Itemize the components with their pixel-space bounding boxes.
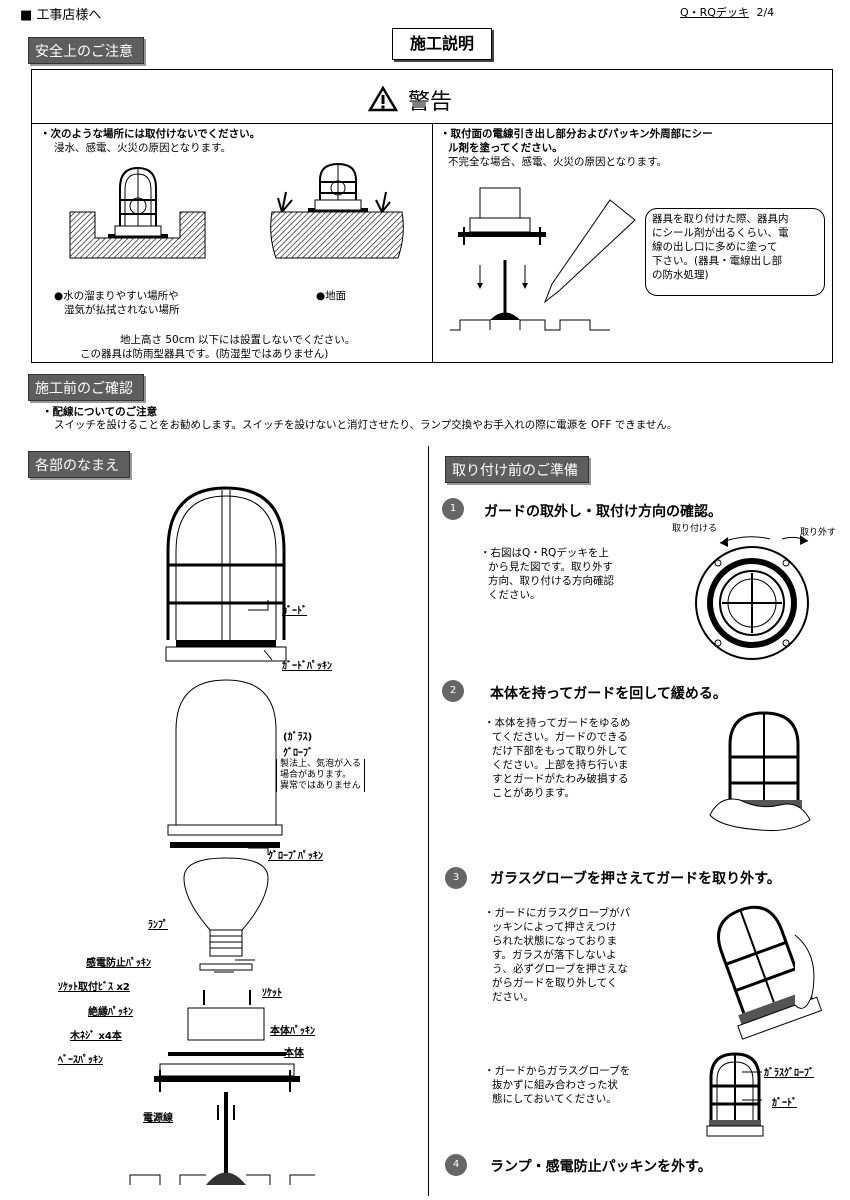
label-power-wire: 電源線 [143, 1113, 173, 1124]
label-guard: ｶﾞｰﾄﾞ [282, 606, 307, 617]
step3-text-6: がらガードを取り外してく [492, 977, 618, 989]
label-insulating-packing: 絶縁ﾊﾟｯｷﾝ [88, 1007, 133, 1018]
label-lamp: ﾗﾝﾌﾟ [148, 920, 168, 931]
step3-text-3: られた状態になっておりま [492, 935, 618, 947]
bubble-line-1: 器具を取り付けた際、器具内 [652, 213, 789, 225]
caption-ground: ●地面 [316, 290, 347, 302]
label-wood-screw: 木ﾈｼﾞ x4本 [70, 1031, 122, 1042]
step3b-text-1: ・ガードからガラスグローブを [484, 1065, 631, 1077]
step4-number: 4 [445, 1154, 467, 1176]
assembled-guard-illustration [706, 1052, 764, 1137]
step3-title: ガラスグローブを押さえてガードを取り外す。 [490, 871, 781, 887]
warning-left-line1: ・次のような場所には取付けないでください。 [40, 128, 261, 140]
sealant-illustration [450, 187, 636, 331]
step2-text-4: ください。上部を持ち行いま [492, 759, 629, 771]
ground-location-illustration [270, 162, 404, 259]
warning-right-line1: ・取付面の電線引き出し部分およびパッキン外周部にシー [440, 128, 713, 140]
step3b-text-2: 抜かずに組み合わさった状 [492, 1079, 618, 1091]
step2-number: 2 [442, 680, 464, 702]
warning-note-1: 地上高さ 50cm 以下には設置しないでください。 [120, 334, 356, 346]
step1-number: 1 [442, 498, 464, 520]
section-pre-check: 施工前のご確認 [28, 374, 144, 401]
pre-check-line1: ・配線についてのご注意 [42, 406, 158, 418]
step3-text-7: ださい。 [492, 991, 534, 1003]
globe-note-2: 場合があります。 [280, 770, 352, 780]
bubble-line-5: の防水処理) [652, 269, 709, 281]
step4-title: ランプ・感電防止パッキンを外す。 [490, 1159, 712, 1175]
bubble-line-3: 線の出し口に多めに塗って [652, 241, 778, 253]
step2-text-6: ことがあります。 [492, 787, 575, 799]
section-prep: 取り付け前のご準備 [445, 456, 589, 483]
step2-text-2: てください。ガードのできる [492, 731, 628, 743]
step3b-text-3: 態にしておいてください。 [492, 1093, 617, 1105]
label-body: 本体 [284, 1048, 304, 1059]
caption-puddle-2: 湿気が払拭されない場所 [64, 304, 180, 316]
globe-note-3: 異常ではありません [280, 781, 361, 791]
section-parts: 各部のなまえ [28, 451, 130, 478]
top-view-illustration [695, 535, 809, 660]
bubble-line-2: にシール剤が出るくらい、電 [652, 227, 789, 239]
step3-text-5: う、必ずグローブを押さえな [492, 963, 628, 975]
warning-left-line2: 浸水、感電、火災の原因となります。 [54, 142, 232, 154]
step2-text-1: ・本体を持ってガードをゆるめ [484, 717, 631, 729]
page-number: 2/4 [756, 6, 775, 19]
warning-right-line3: 不完全な場合、感電、火災の原因となります。 [448, 156, 668, 168]
label-globe: ｸﾞﾛｰﾌﾞ [283, 748, 313, 759]
page-ref: Q・RQデッキ 2/4 [680, 4, 774, 20]
warning-right-line2: ル剤を塗ってください。 [448, 142, 563, 154]
warning-column-divider [432, 123, 433, 362]
label-remove: 取り外す [800, 528, 837, 538]
label-guard-assembled: ｶﾞｰﾄﾞ [772, 1098, 797, 1109]
warning-heading: 警告 [408, 90, 453, 115]
step3-text-2: ッキンによって押さえつけ [492, 921, 617, 933]
bubble-line-4: 下さい。(器具・電線出し部 [652, 255, 783, 267]
step2-text: ・本体を持ってガードをゆるめ てください。ガードのできる だけ下部をもって取り外… [484, 716, 630, 800]
assembled-leader-lines [742, 1071, 762, 1101]
label-globe-packing: ｸﾞﾛｰﾌﾞﾊﾟｯｷﾝ [268, 851, 323, 862]
step3-text: ・ガードにガラスグローブがパ ッキンによって押さえつけ られた状態になっておりま… [484, 906, 630, 1004]
step1-text: ・右図はQ・RQデッキを上 から見た図です。取り外す 方向、取り付ける方向確認 … [480, 546, 614, 602]
step1-text-4: ください。 [488, 589, 541, 601]
hold-globe-illustration [716, 905, 823, 1040]
step3-text-b: ・ガードからガラスグローブを 抜かずに組み合わさった状 態にしておいてください。 [484, 1064, 630, 1106]
step3-number: 3 [445, 867, 467, 889]
step2-text-3: だけ下部をもって取り外して [492, 745, 628, 757]
label-base-packing: ﾍﾞｰｽﾊﾟｯｷﾝ [58, 1055, 103, 1066]
step2-text-5: すとガードがたわみ破損する [492, 773, 629, 785]
parts-diagram [129, 486, 315, 1185]
label-shock-packing: 感電防止ﾊﾟｯｷﾝ [86, 958, 151, 969]
header-title: ■ 工事店様へ [20, 8, 102, 23]
label-glass-globe: ｶﾞﾗｽｸﾞﾛｰﾌﾞ [764, 1068, 814, 1079]
page-ref-model: Q・RQデッキ [680, 6, 749, 19]
step1-text-3: 方向、取り付ける方向確認 [488, 575, 614, 587]
label-body-packing: 本体ﾊﾟｯｷﾝ [270, 1026, 315, 1037]
step2-title: 本体を持ってガードを回して緩める。 [490, 686, 727, 702]
caption-puddle-1: ●水の溜まりやすい場所や [54, 290, 179, 302]
warning-triangle-icon [367, 85, 399, 112]
page-title: 施工説明 [392, 28, 492, 60]
label-glass: (ｶﾞﾗｽ) [283, 732, 313, 743]
warning-box [31, 69, 833, 363]
sealant-tip-bubble: 器具を取り付けた際、器具内 にシール剤が出るくらい、電 線の出し口に多めに塗って… [645, 208, 825, 296]
section-safety: 安全上のご注意 [28, 37, 144, 64]
label-guard-packing: ｶﾞｰﾄﾞﾊﾟｯｷﾝ [282, 661, 332, 672]
hand-loosen-illustration [709, 711, 811, 831]
puddle-location-illustration [69, 166, 206, 259]
pre-check-line2: スイッチを設けることをお勧めします。スイッチを設けないと消灯させたり、ランプ交換… [54, 419, 678, 431]
label-socket-screw: ｿｹｯﾄ取付ﾋﾞｽ x2 [58, 982, 130, 993]
globe-note: 製法上、気泡が入る 場合があります。 異常ではありません [276, 759, 366, 792]
step3-text-4: す。ガラスが落下しないよ [492, 949, 617, 961]
warning-note-2: この器具は防雨型器具です。(防湿型ではありません) [80, 348, 329, 360]
step3-text-1: ・ガードにガラスグローブがパ [484, 907, 631, 919]
step1-title: ガードの取外し・取付け方向の確認。 [484, 504, 722, 520]
column-divider [428, 446, 429, 1196]
step1-text-2: から見た図です。取り外す [488, 561, 613, 573]
label-socket: ｿｹｯﾄ [262, 988, 282, 999]
globe-note-1: 製法上、気泡が入る [280, 759, 362, 769]
label-attach: 取り付ける [672, 524, 718, 534]
step1-text-1: ・右図はQ・RQデッキを上 [480, 547, 609, 559]
